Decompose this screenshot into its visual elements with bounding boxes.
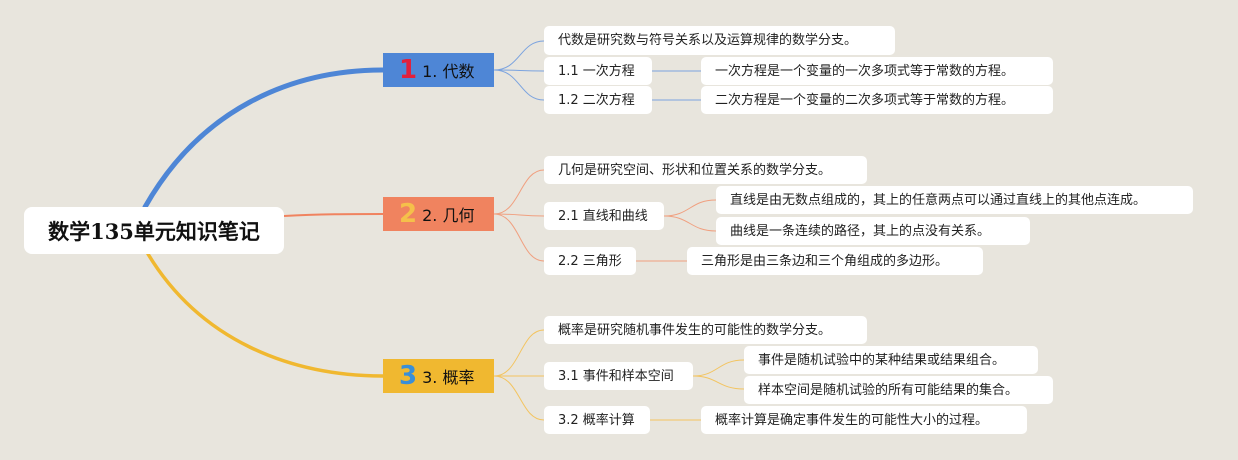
summary-geometry[interactable]: 几何是研究空间、形状和位置关系的数学分支。: [544, 156, 867, 184]
branch-number-badge: 2: [399, 199, 418, 229]
branch-number-badge: 1: [399, 55, 418, 85]
note-event[interactable]: 事件是随机试验中的某种结果或结果组合。: [744, 346, 1038, 374]
summary-probability[interactable]: 概率是研究随机事件发生的可能性的数学分支。: [544, 316, 867, 344]
connector-root-algebra: [142, 67, 386, 210]
note-quadratic-equation[interactable]: 二次方程是一个变量的二次多项式等于常数的方程。: [701, 86, 1053, 114]
branch-label: 3. 概率: [422, 368, 475, 387]
note-triangle[interactable]: 三角形是由三条边和三个角组成的多边形。: [687, 247, 983, 275]
topic-events-and-sample-space[interactable]: 3.1 事件和样本空间: [544, 362, 693, 390]
note-curve[interactable]: 曲线是一条连续的路径，其上的点没有关系。: [716, 217, 1030, 245]
note-linear-equation[interactable]: 一次方程是一个变量的一次多项式等于常数的方程。: [701, 57, 1053, 85]
branch-number-badge: 3: [399, 361, 418, 391]
topic-probability-calculation[interactable]: 3.2 概率计算: [544, 406, 650, 434]
branch-geometry[interactable]: 2 2. 几何: [383, 197, 494, 231]
topic-triangle[interactable]: 2.2 三角形: [544, 247, 636, 275]
branch-probability[interactable]: 3 3. 概率: [383, 359, 494, 393]
branch-algebra[interactable]: 1 1. 代数: [383, 53, 494, 87]
branch-label: 2. 几何: [422, 206, 475, 225]
note-straight-line[interactable]: 直线是由无数点组成的，其上的任意两点可以通过直线上的其他点连成。: [716, 186, 1193, 214]
connector-root-probability: [146, 252, 385, 378]
topic-quadratic-equation[interactable]: 1.2 二次方程: [544, 86, 652, 114]
root-node[interactable]: 数学135单元知识笔记: [24, 207, 284, 254]
topic-lines-and-curves[interactable]: 2.1 直线和曲线: [544, 202, 664, 230]
branch-label: 1. 代数: [422, 62, 475, 81]
note-sample-space[interactable]: 样本空间是随机试验的所有可能结果的集合。: [744, 376, 1053, 404]
connector-root-geometry: [283, 213, 384, 217]
topic-linear-equation[interactable]: 1.1 一次方程: [544, 57, 652, 85]
summary-algebra[interactable]: 代数是研究数与符号关系以及运算规律的数学分支。: [544, 26, 895, 55]
note-probability-calculation[interactable]: 概率计算是确定事件发生的可能性大小的过程。: [701, 406, 1027, 434]
